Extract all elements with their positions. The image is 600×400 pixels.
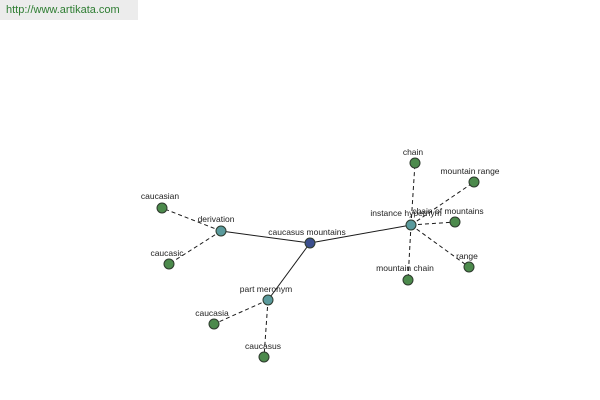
node-caucasian[interactable]: [156, 202, 168, 214]
node-label-caucasian[interactable]: caucasian: [141, 191, 180, 201]
node-range[interactable]: [463, 261, 475, 273]
node-label-caucasus-mountains[interactable]: caucasus mountains: [268, 227, 346, 237]
node-label-chain[interactable]: chain: [403, 147, 424, 157]
edge-derivation-to-caucasian: [161, 207, 222, 232]
nodes-layer: [156, 157, 480, 363]
node-instance-hypernym[interactable]: [405, 219, 417, 231]
edge-part-meronym-to-caucasus: [263, 299, 269, 358]
node-caucasia[interactable]: [208, 318, 220, 330]
node-label-part-meronym[interactable]: part meronym: [240, 284, 292, 294]
node-chain-of-mountains[interactable]: [449, 216, 461, 228]
edge-caucasus-mountains-to-derivation: [220, 230, 311, 244]
node-label-caucasus[interactable]: caucasus: [245, 341, 281, 351]
node-part-meronym[interactable]: [262, 294, 274, 306]
edge-instance-hypernym-to-chain-of-mountains: [410, 221, 456, 226]
labels-layer: caucasus mountains derivation instance hyp…: [141, 147, 500, 351]
node-label-mountain-range[interactable]: mountain range: [440, 166, 499, 176]
edge-instance-hypernym-to-range: [410, 224, 470, 268]
node-caucasus[interactable]: [258, 351, 270, 363]
node-label-caucasic[interactable]: caucasic: [150, 248, 184, 258]
node-label-caucasia[interactable]: caucasia: [195, 308, 229, 318]
edges-layer: [161, 162, 475, 358]
node-label-instance-hypernym[interactable]: instance hypernym: [370, 208, 441, 218]
node-label-range[interactable]: range: [456, 251, 478, 261]
node-caucasus-mountains[interactable]: [304, 237, 316, 249]
edge-caucasus-mountains-to-instance-hypernym: [309, 224, 412, 244]
node-derivation[interactable]: [215, 225, 227, 237]
node-caucasic[interactable]: [163, 258, 175, 270]
edge-caucasus-mountains-to-part-meronym: [267, 242, 311, 301]
node-label-derivation[interactable]: derivation: [198, 214, 235, 224]
node-label-chain-of-mountains[interactable]: chain of mountains: [412, 206, 483, 216]
edge-derivation-to-caucasic: [168, 230, 222, 265]
edge-instance-hypernym-to-chain: [410, 162, 416, 226]
node-mountain-chain[interactable]: [402, 274, 414, 286]
source-url-link[interactable]: http://www.artikata.com: [0, 0, 138, 20]
edge-instance-hypernym-to-mountain-range: [410, 181, 475, 226]
node-mountain-range[interactable]: [468, 176, 480, 188]
node-chain[interactable]: [409, 157, 421, 169]
node-label-mountain-chain[interactable]: mountain chain: [376, 263, 434, 273]
edge-part-meronym-to-caucasia: [213, 299, 269, 325]
edge-instance-hypernym-to-mountain-chain: [407, 224, 412, 281]
